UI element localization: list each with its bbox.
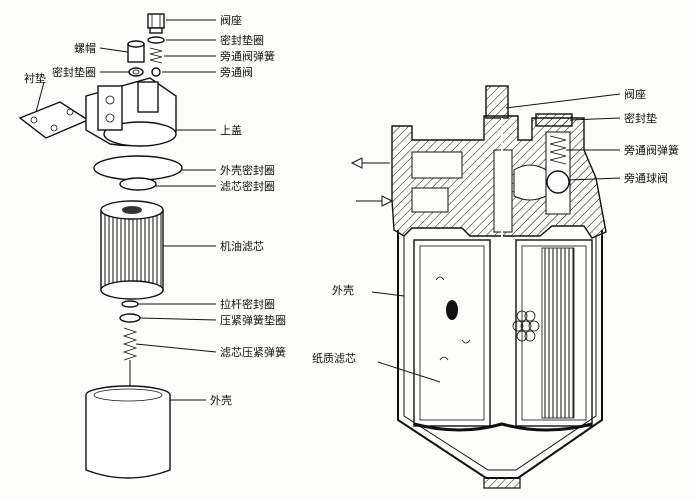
label-housing: 外壳 — [210, 393, 232, 407]
section-bypass-ball — [546, 170, 570, 194]
label-housing-seal: 外壳密封圈 — [220, 163, 275, 177]
section-top-cover — [391, 115, 607, 239]
rod-seal-part — [121, 300, 139, 308]
cross-section-view: 阀座 密封垫 旁通阀弹簧 旁通球阀 外壳 纸质滤芯 — [312, 85, 679, 489]
valve-seat-part — [147, 13, 165, 34]
label-valve-seat: 阀座 — [220, 13, 242, 27]
label-seal-washer-left: 密封垫圈 — [52, 65, 96, 79]
label-section-paper-element: 纸质滤芯 — [312, 351, 356, 365]
element-seal-part — [119, 177, 157, 191]
section-valve-seat — [485, 85, 573, 127]
flow-arrows — [350, 157, 394, 207]
label-seal-washer-top: 密封垫圈 — [220, 33, 264, 47]
bypass-spring-part — [149, 47, 163, 64]
liner-gasket-part — [18, 101, 90, 139]
label-liner-gasket: 衬垫 — [24, 71, 46, 85]
top-cover-part — [85, 77, 177, 147]
oil-filter-element-part — [100, 200, 164, 300]
label-cap-nut: 螺帽 — [74, 42, 96, 55]
element-spring-part — [122, 327, 138, 361]
label-bypass-spring: 旁通阀弹簧 — [220, 49, 275, 63]
section-paper-element — [413, 239, 593, 432]
label-oil-filter-element: 机油滤芯 — [220, 239, 264, 253]
label-section-valve-seat: 阀座 — [624, 87, 646, 101]
label-rod-seal: 拉杆密封圈 — [220, 297, 275, 311]
label-section-housing: 外壳 — [332, 283, 354, 297]
label-section-bypass-spring: 旁通阀弹簧 — [624, 143, 679, 157]
label-bypass-valve: 旁通阀 — [220, 65, 253, 79]
housing-seal-part — [93, 155, 183, 181]
seal-washer-top-part — [147, 36, 165, 44]
housing-part — [85, 385, 171, 479]
label-section-seal-washer: 密封垫 — [624, 111, 657, 125]
exploded-view: 阀座 密封垫圈 旁通阀弹簧 旁通阀 螺帽 密封垫圈 衬垫 上盖 外壳密封圈 滤芯… — [18, 13, 286, 479]
seal-washer-left-part — [128, 67, 144, 77]
label-element-spring: 滤芯压紧弹簧 — [220, 345, 286, 359]
label-element-seal: 滤芯密封圈 — [220, 179, 275, 193]
cap-nut-part — [127, 40, 145, 63]
bypass-valve-part — [151, 67, 161, 77]
section-bypass-spring — [549, 135, 567, 165]
spring-washer-part — [119, 313, 141, 323]
label-spring-washer: 压紧弹簧垫圈 — [220, 313, 286, 327]
label-section-bypass-ball: 旁通球阀 — [624, 171, 668, 185]
label-top-cover: 上盖 — [220, 123, 242, 137]
